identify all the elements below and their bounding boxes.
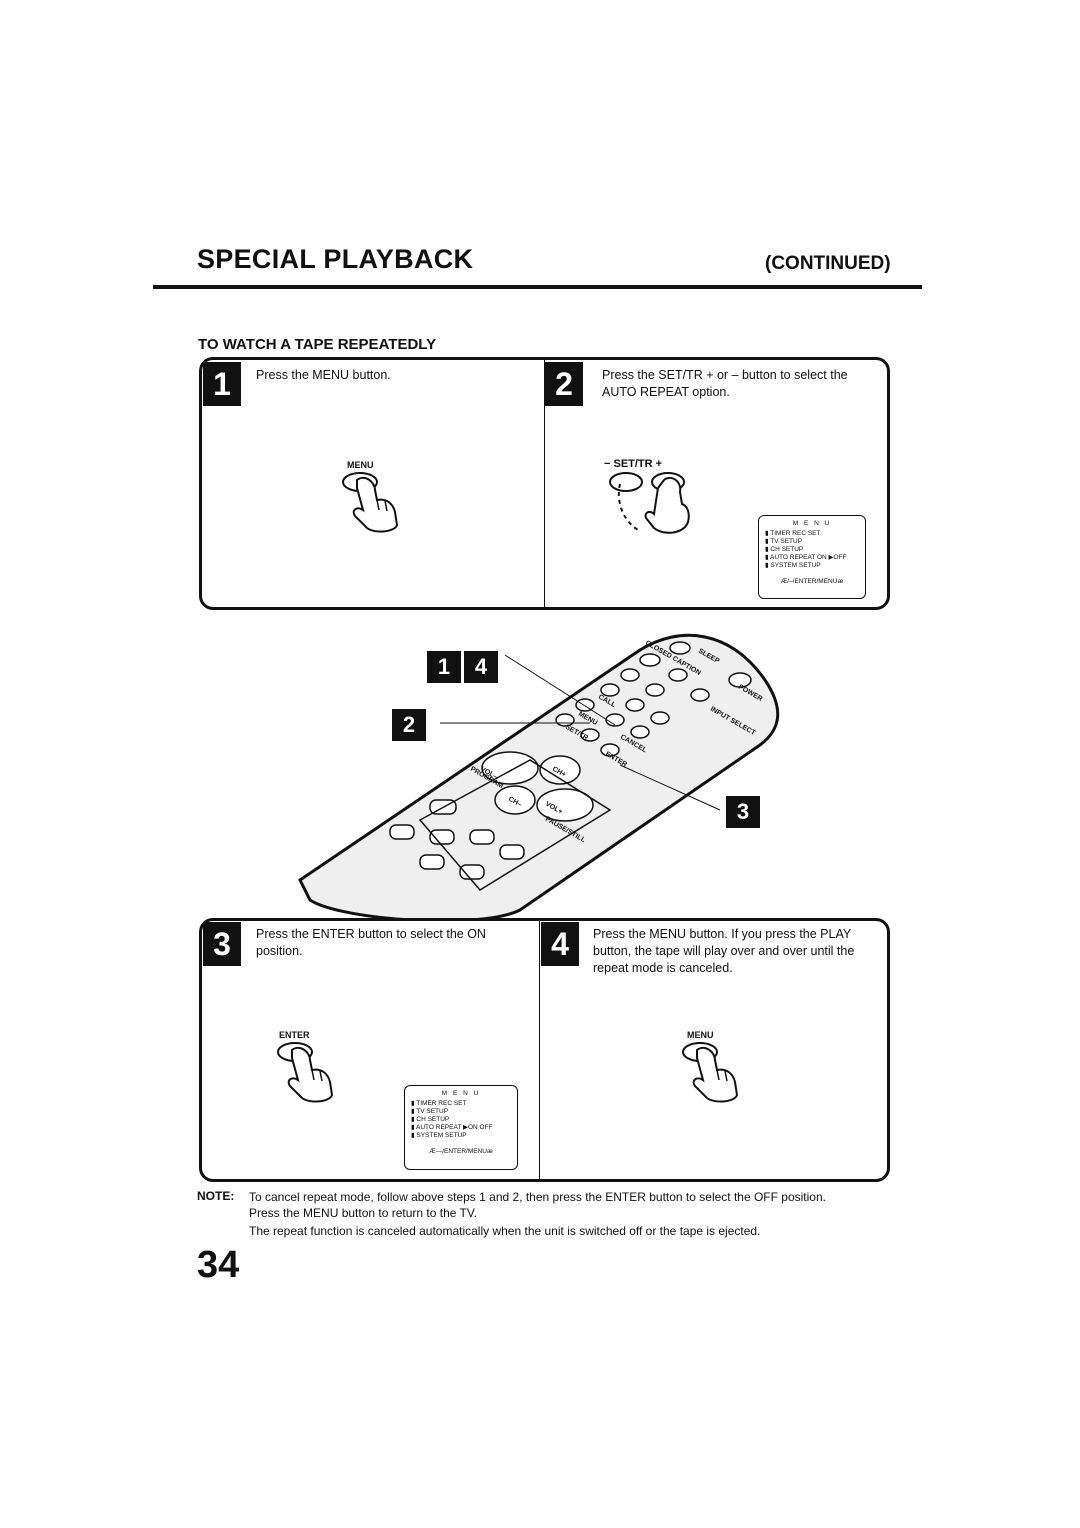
- step-1-text: Press the MENU button.: [256, 368, 391, 382]
- osd-row: ▮ TIMER REC SET: [765, 530, 821, 537]
- press-menu-hand-icon: [342, 472, 399, 533]
- osd-title: M E N U: [441, 1090, 481, 1097]
- press-set-tr-hand-icon: [609, 472, 690, 534]
- osd-menu-step3: M E N U ▮ TIMER REC SET ▮ TV SETUP ▮ CH …: [404, 1085, 518, 1170]
- step-3-text: Press the ENTER button to select the ON …: [256, 927, 486, 958]
- enter-button-label: ENTER: [279, 1030, 310, 1040]
- callout-step-2: 2: [392, 709, 426, 741]
- osd-row-selected: ▮ AUTO REPEAT ▶ON OFF: [411, 1124, 493, 1131]
- note-line: To cancel repeat mode, follow above step…: [249, 1190, 826, 1204]
- continued-label: (CONTINUED): [765, 253, 891, 274]
- note-line: The repeat function is canceled automati…: [249, 1224, 761, 1238]
- osd-footer: Æ—/ENTER/MENUæ: [429, 1148, 493, 1155]
- panel-divider: [544, 360, 545, 607]
- osd-row: ▮ SYSTEM SETUP: [411, 1132, 467, 1139]
- section-heading: TO WATCH A TAPE REPEATEDLY: [198, 336, 437, 353]
- callout-step-1: 1: [427, 651, 461, 683]
- step-1-number: 1: [203, 362, 241, 406]
- osd-title: M E N U: [792, 520, 832, 527]
- steps-1-2-panel: [199, 357, 890, 610]
- osd-row: ▮ TV SETUP: [765, 538, 803, 545]
- callout-step-3: 3: [726, 796, 760, 828]
- osd-row: ▮ CH SETUP: [765, 546, 804, 553]
- osd-row-selected: ▮ AUTO REPEAT ON ▶OFF: [765, 554, 847, 561]
- osd-row: ▮ CH SETUP: [411, 1116, 450, 1123]
- set-tr-button-label: − SET/TR +: [604, 458, 663, 470]
- osd-row: ▮ TV SETUP: [411, 1108, 449, 1115]
- step-2-number: 2: [545, 362, 583, 406]
- note-label: NOTE:: [197, 1189, 235, 1203]
- press-enter-hand-icon: [277, 1042, 334, 1103]
- osd-footer: Æ/–/ENTER/MENUæ: [780, 578, 844, 585]
- osd-row: ▮ TIMER REC SET: [411, 1100, 467, 1107]
- press-menu-hand-icon: [682, 1042, 739, 1103]
- page-number: 34: [197, 1244, 240, 1286]
- callout-step-4: 4: [464, 651, 498, 683]
- remote-control-illustration: CLOSED CAPTION SLEEP POWER INPUT SELECT …: [298, 633, 780, 920]
- menu-button-label: MENU: [347, 460, 374, 470]
- step-2-text: Press the SET/TR + or – button to select…: [602, 368, 848, 399]
- osd-row: ▮ SYSTEM SETUP: [765, 562, 821, 569]
- header-rule: [153, 285, 922, 289]
- panel-divider: [539, 921, 540, 1179]
- menu-button-label: MENU: [687, 1030, 714, 1040]
- step-4-text: Press the MENU button. If you press the …: [593, 927, 855, 975]
- note-line: Press the MENU button to return to the T…: [249, 1206, 478, 1220]
- step-4-number: 4: [541, 922, 579, 966]
- page-title: SPECIAL PLAYBACK: [197, 244, 474, 274]
- osd-menu-step2: M E N U ▮ TIMER REC SET ▮ TV SETUP ▮ CH …: [758, 515, 866, 599]
- steps-3-4-panel: [199, 918, 890, 1182]
- step-3-number: 3: [203, 922, 241, 966]
